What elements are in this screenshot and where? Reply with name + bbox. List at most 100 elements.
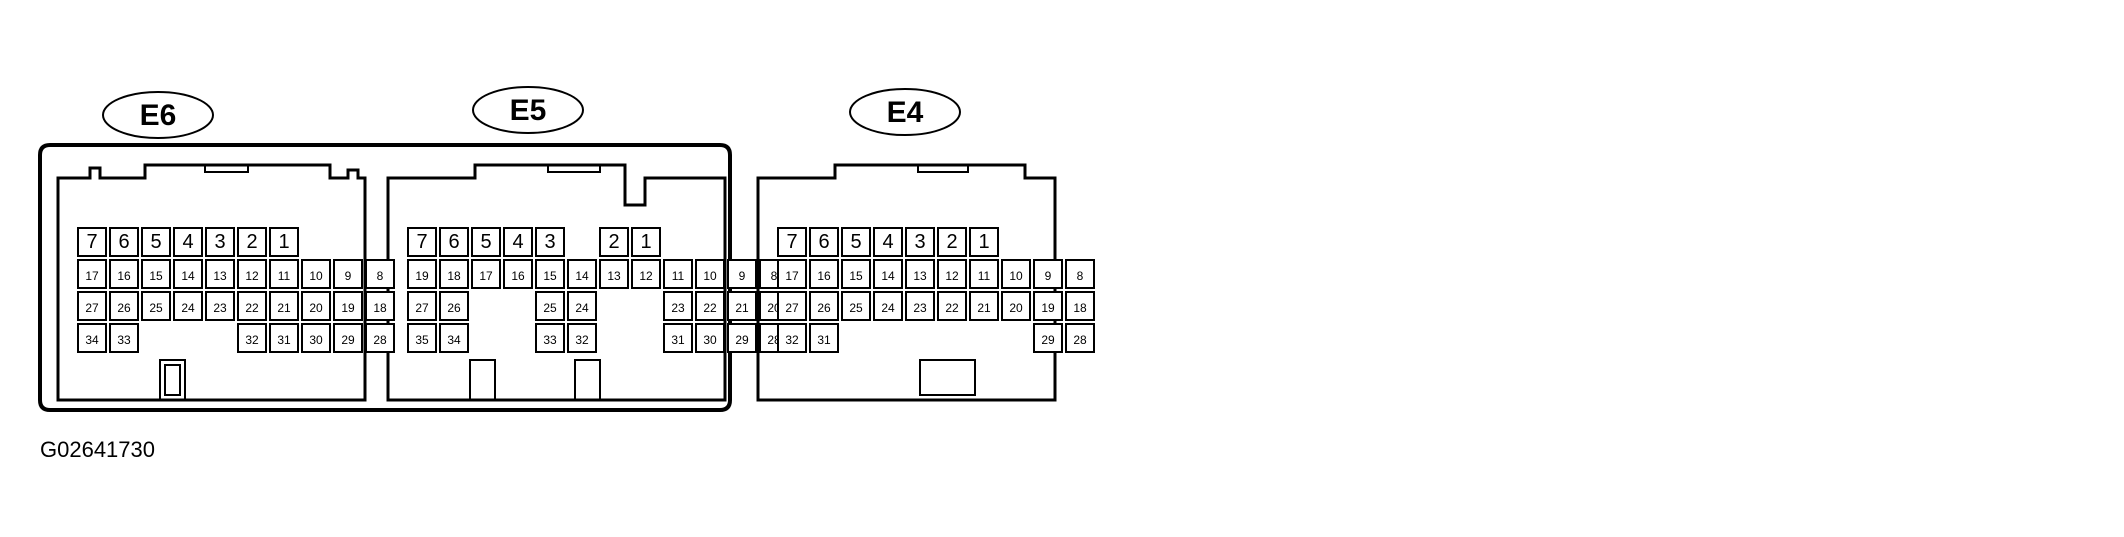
connector-e6-label: E6 [140, 99, 177, 132]
pin-cell [141, 227, 171, 257]
pin-number: 26 [817, 301, 831, 315]
pin-cell [841, 291, 871, 321]
pin-cell [109, 227, 139, 257]
pin-cell [205, 227, 235, 257]
connector-e5-key-left [469, 359, 496, 400]
pin-cell [471, 227, 501, 257]
pin-number: 30 [703, 333, 717, 347]
pin-cell [841, 227, 871, 257]
pin-cell [77, 259, 107, 289]
pin-cell [535, 323, 565, 353]
pin-cell [1065, 323, 1095, 353]
pin-number: 32 [785, 333, 799, 347]
pin-cell [77, 227, 107, 257]
pin-cell [237, 227, 267, 257]
pin-cell [663, 291, 693, 321]
pin-cell [727, 323, 757, 353]
pin-number: 21 [977, 301, 991, 315]
pin-cell [905, 227, 935, 257]
pin-cell [535, 291, 565, 321]
pin-number: 3 [914, 231, 925, 253]
pin-number: 22 [703, 301, 717, 315]
pin-cell [777, 291, 807, 321]
pin-number: 26 [117, 301, 131, 315]
pin-number: 7 [86, 231, 97, 253]
pin-number: 19 [1041, 301, 1055, 315]
pin-cell [407, 323, 437, 353]
pin-number: 15 [543, 269, 557, 283]
pin-cell [365, 259, 395, 289]
pin-number: 2 [608, 231, 619, 253]
pin-cell [269, 323, 299, 353]
figure-id: G02641730 [40, 437, 155, 462]
pin-cell [695, 291, 725, 321]
pin-number: 10 [1009, 269, 1023, 283]
pin-cell [407, 227, 437, 257]
pin-cell [969, 259, 999, 289]
pin-number: 25 [849, 301, 863, 315]
pin-number: 23 [213, 301, 227, 315]
pin-cell [969, 291, 999, 321]
pin-number: 20 [309, 301, 323, 315]
pin-cell [937, 291, 967, 321]
connector-e5-label-oval [472, 86, 584, 134]
pin-number: 21 [735, 301, 749, 315]
pin-number: 24 [575, 301, 589, 315]
pin-number: 28 [373, 333, 387, 347]
pin-number: 5 [480, 231, 491, 253]
pin-cell [663, 259, 693, 289]
pin-number: 15 [149, 269, 163, 283]
pin-number: 22 [945, 301, 959, 315]
pin-cell [439, 259, 469, 289]
pin-number: 4 [182, 231, 193, 253]
pin-number: 15 [849, 269, 863, 283]
pin-number: 9 [345, 269, 352, 283]
pin-cell [439, 227, 469, 257]
pin-cell [535, 259, 565, 289]
connector-e5 [386, 163, 727, 402]
pin-number: 3 [544, 231, 555, 253]
pin-cell [439, 291, 469, 321]
pin-number: 7 [416, 231, 427, 253]
pin-number: 16 [511, 269, 525, 283]
pin-cell [535, 227, 565, 257]
pin-number: 23 [913, 301, 927, 315]
pin-cell [567, 291, 597, 321]
pin-number: 25 [543, 301, 557, 315]
connector-e6-latch [204, 165, 249, 173]
pin-cell [777, 323, 807, 353]
pin-cell [663, 323, 693, 353]
pin-cell [237, 323, 267, 353]
pin-number: 29 [735, 333, 749, 347]
pin-cell [695, 259, 725, 289]
pin-number: 20 [1009, 301, 1023, 315]
connector-e6 [56, 163, 367, 402]
pin-number: 31 [817, 333, 831, 347]
connector-e4 [756, 163, 1057, 402]
pin-number: 13 [213, 269, 227, 283]
pin-number: 16 [117, 269, 131, 283]
connector-e6-inner-outline [56, 163, 367, 402]
pin-cell [937, 227, 967, 257]
pin-cell [727, 291, 757, 321]
pin-cell [173, 227, 203, 257]
pin-cell [695, 323, 725, 353]
pin-number: 18 [447, 269, 461, 283]
pin-cell [205, 259, 235, 289]
pin-cell [905, 291, 935, 321]
pin-cell [567, 323, 597, 353]
pin-cell [365, 291, 395, 321]
pin-cell [471, 259, 501, 289]
pin-number: 34 [447, 333, 461, 347]
pin-cell [841, 259, 871, 289]
pin-number: 12 [945, 269, 959, 283]
pin-number: 29 [1041, 333, 1055, 347]
pin-cell [873, 291, 903, 321]
pin-number: 5 [150, 231, 161, 253]
pin-cell [631, 227, 661, 257]
pin-cell [269, 227, 299, 257]
pin-cell [567, 259, 597, 289]
connector-e5-inner-outline [386, 163, 727, 402]
pin-number: 4 [882, 231, 893, 253]
